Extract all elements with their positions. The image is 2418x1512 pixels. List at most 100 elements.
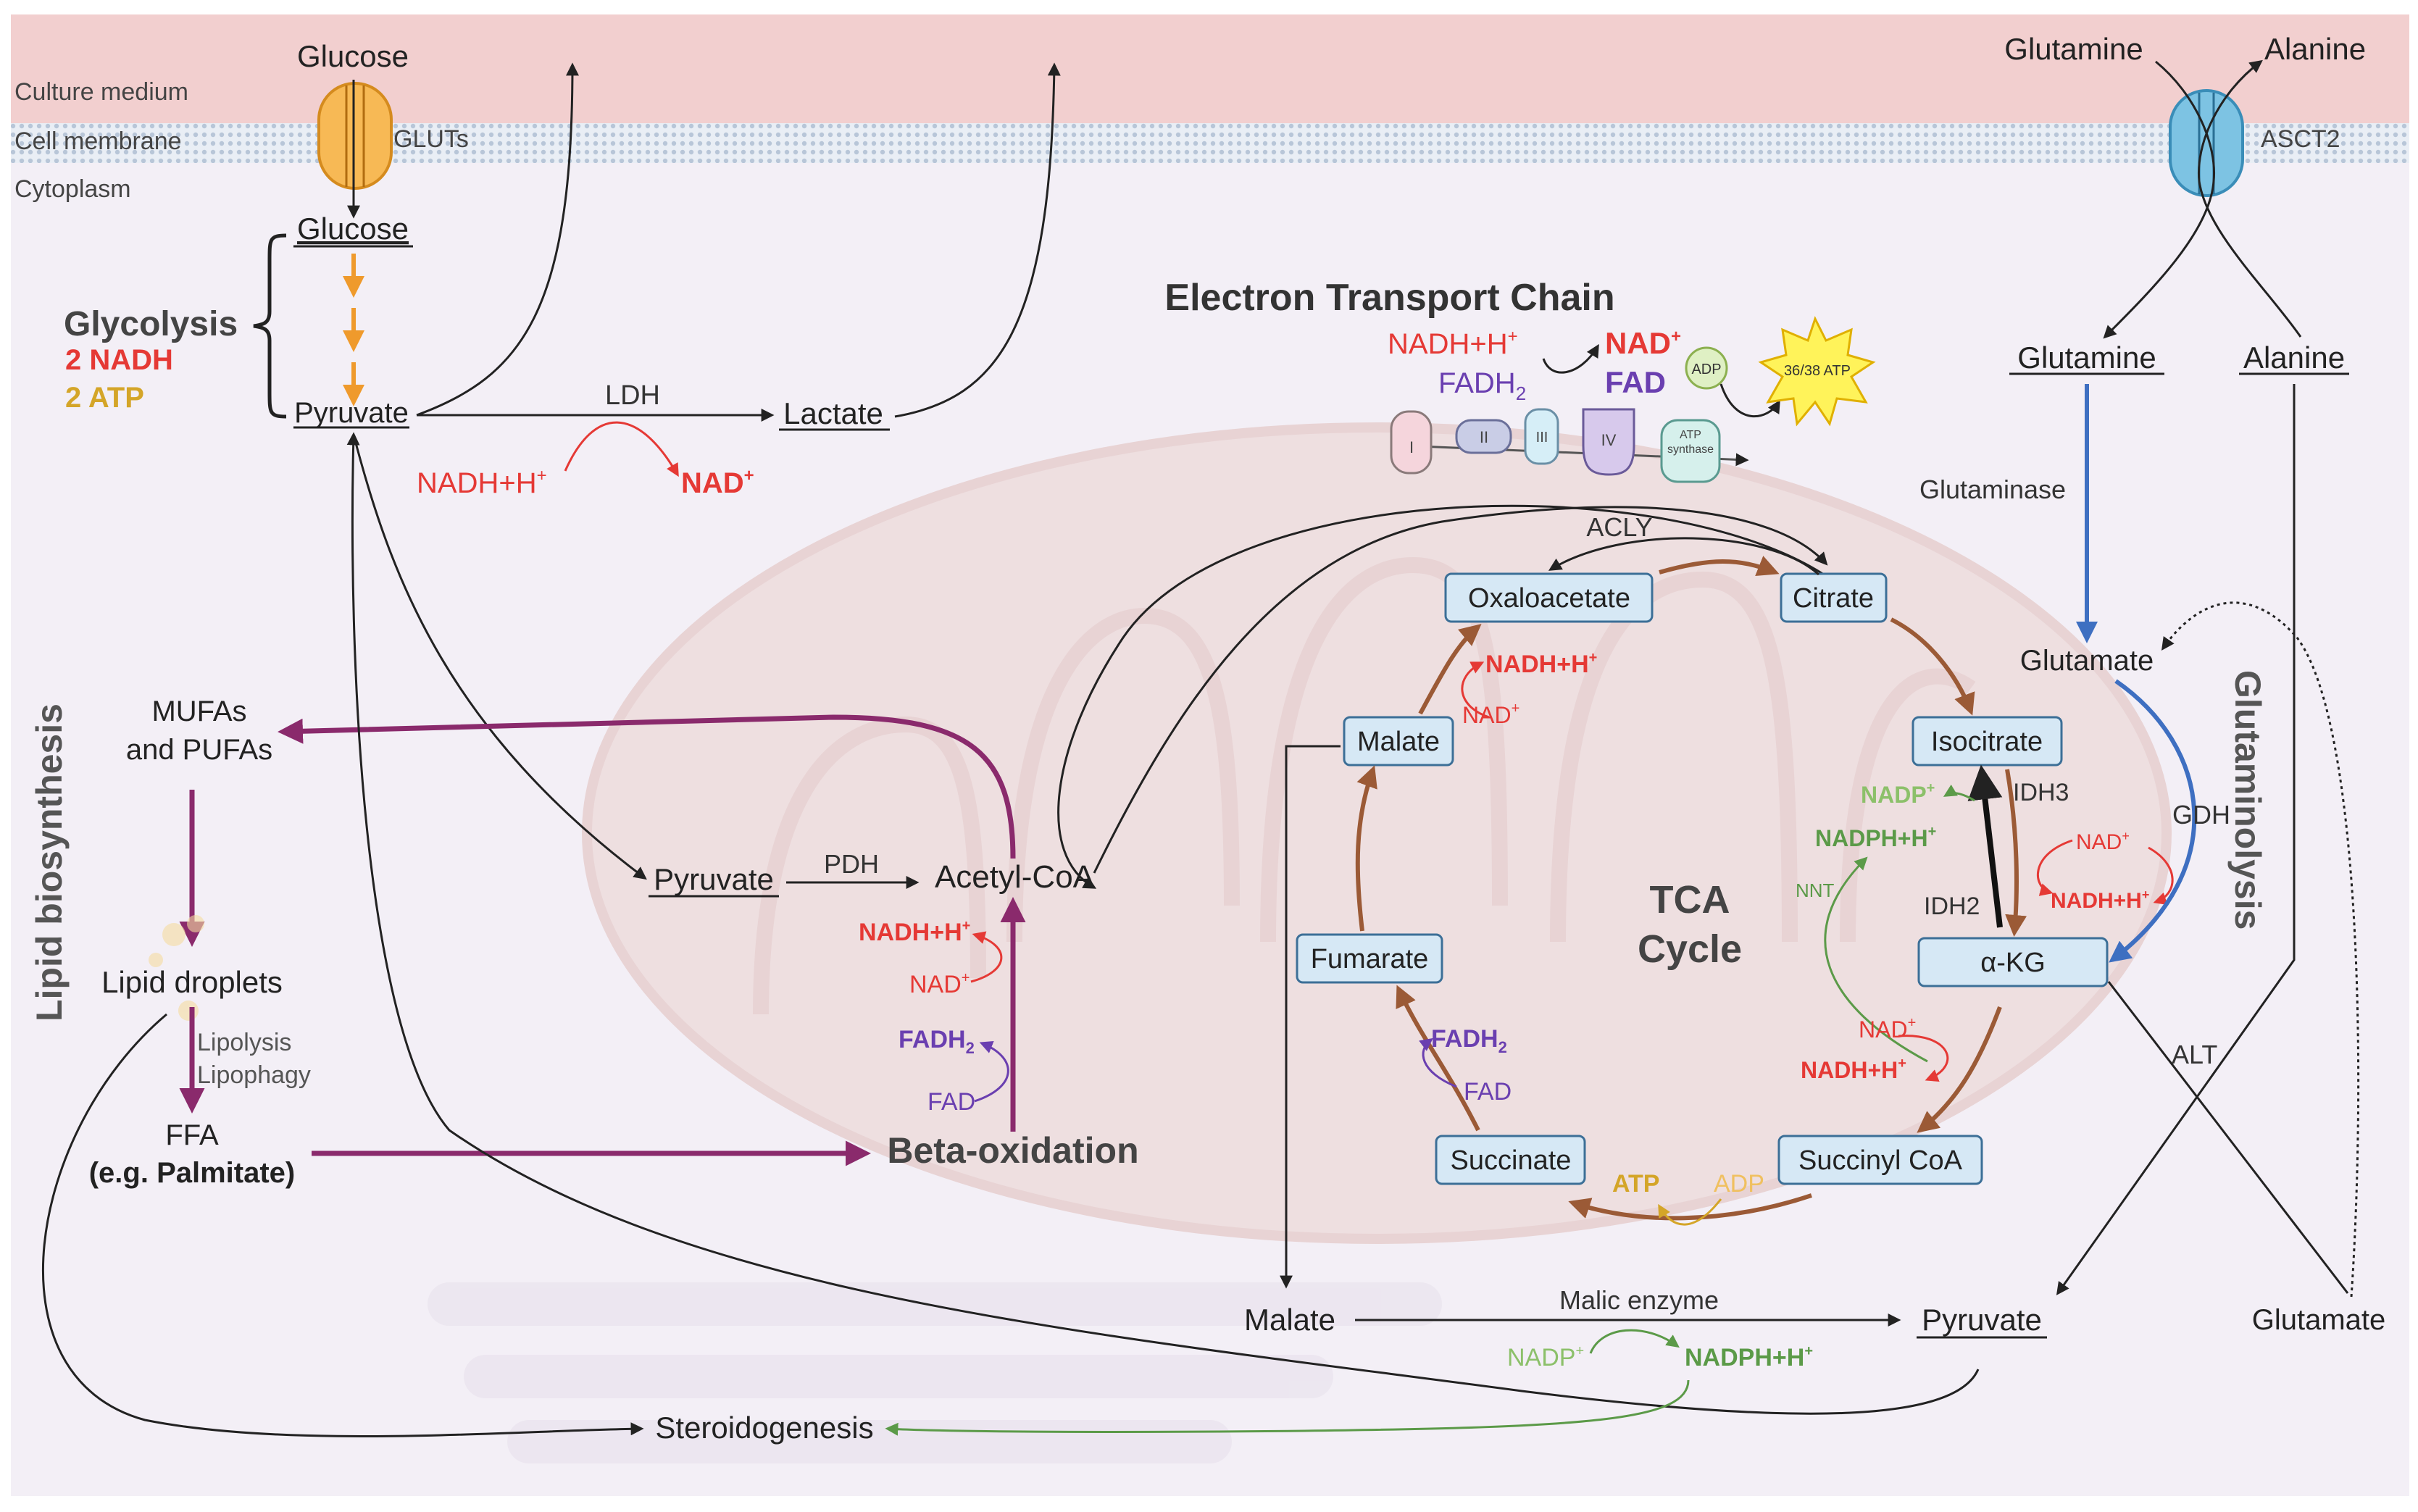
label-culture-medium: Culture medium [14,78,188,106]
enzyme-malic: Malic enzyme [1559,1285,1719,1315]
enzyme-acly: ACLY [1586,512,1652,542]
malic-nadph: NADPH+H+ [1685,1343,1813,1371]
ffa: FFA [165,1119,219,1151]
tca-atp: ATP [1612,1170,1659,1198]
label-asct2: ASCT2 [2261,125,2340,153]
tca-succinate: Succinate [1435,1135,1586,1185]
tca-title-2: Cycle [1638,927,1742,971]
glutaminolysis-title: Glutaminolysis [2227,670,2268,930]
arrow-pyruvate-mito [352,434,647,880]
beta-fadh2: FADH2 [899,1026,975,1057]
arrow-pyruvate-export [416,62,579,417]
tca-title-1: TCA [1650,878,1730,922]
malate-nad: NAD+ [1462,701,1519,728]
svg-text:ADP: ADP [1691,362,1721,377]
ldh-nad: NAD+ [681,466,754,499]
svg-text:ATP: ATP [1680,429,1701,441]
glycolysis-title: Glycolysis [64,305,238,343]
label-cytoplasm: Cytoplasm [14,175,131,203]
atp-burst-icon: 36/38 ATP [1758,316,1876,427]
tca-malate: Malate [1343,716,1454,767]
glutamine-cytoplasm: Glutamine [2017,341,2156,375]
tca-fadh2: FADH2 [1431,1025,1507,1056]
golgi-backdrop [428,1282,1442,1463]
enzyme-idh3: IDH3 [2013,779,2069,806]
enzyme-gdh: GDH [2172,800,2230,830]
acetyl-coa: Acetyl-CoA [935,859,1095,895]
lactate: Lactate [783,396,883,430]
asct2-transporter-icon [2169,89,2244,197]
arrow-malate-export [1280,745,1341,1289]
idh2-nadp: NADP+ [1861,780,1935,808]
pyruvate-mitochondria: Pyruvate [654,862,774,896]
ldh-nadh: NADH+H+ [417,466,547,499]
svg-text:II: II [1480,428,1488,446]
idh3-nad: NAD+ [2076,829,2130,854]
idh3-nadh: NADH+H+ [2051,887,2149,913]
arrow-glutamate-akg [2109,679,2197,963]
beta-nad: NAD+ [909,970,970,998]
lipid-biosynthesis-title: Lipid biosynthesis [29,703,70,1022]
tca-alpha-kg: α-KG [1917,937,2109,987]
arrow-glutamate-recycle [2161,601,2360,1298]
glycolysis-atp-yield: 2 ATP [65,382,144,414]
svg-text:Citrate: Citrate [1793,583,1874,614]
lipid-droplets: Lipid droplets [101,965,283,999]
idh2-nadph: NADPH+H+ [1815,824,1936,851]
etc-fadh2: FADH2 [1438,367,1526,404]
akg-nad: NAD+ [1859,1015,1916,1043]
enzyme-alt: ALT [2172,1040,2217,1069]
etc-nad: NAD+ [1605,326,1681,360]
label-nnt: NNT [1796,880,1835,901]
beta-oxidation: Beta-oxidation [887,1130,1138,1171]
glutamate-cytoplasm: Glutamate [2252,1304,2386,1336]
malate-nadh: NADH+H+ [1485,650,1597,678]
beta-nadh: NADH+H+ [859,918,970,946]
arrow-lactate-export [894,62,1061,418]
svg-text:Succinyl CoA: Succinyl CoA [1798,1145,1963,1176]
label-gluts: GLUTs [393,125,469,153]
enzyme-idh2: IDH2 [1924,893,1980,920]
label-cell-membrane: Cell membrane [14,128,182,155]
pyruvate-malic: Pyruvate [1922,1303,2042,1337]
svg-text:I: I [1409,438,1414,456]
malic-nadp: NADP+ [1507,1343,1584,1371]
steroidogenesis: Steroidogenesis [655,1411,873,1445]
enzyme-glutaminase: Glutaminase [1919,475,2066,504]
etc-title: Electron Transport Chain [1164,277,1614,319]
arrow-citrate-acetylcoa [1057,504,1827,889]
glutamine-medium: Glutamine [2004,32,2143,66]
arrow-nnt [1824,856,1928,1063]
ffa-palmitate: (e.g. Palmitate) [89,1157,296,1189]
arrow-akg-glutamate [2107,981,2349,1294]
svg-text:Malate: Malate [1357,727,1440,757]
glycolysis-brace [253,233,287,419]
tca-isocitrate: Isocitrate [1912,716,2063,767]
tca-oxaloacetate: Oxaloacetate [1444,572,1654,623]
malate-cytoplasm: Malate [1244,1303,1335,1337]
svg-text:IV: IV [1601,431,1617,449]
arrow-nadph-steroidogenesis [885,1379,1690,1436]
tca-fumarate: Fumarate [1296,933,1443,984]
glucose-cytoplasm: Glucose [297,212,409,246]
svg-text:synthase: synthase [1667,443,1714,456]
svg-text:III: III [1536,430,1548,446]
alanine-cytoplasm: Alanine [2243,341,2345,375]
beta-fad: FAD [927,1088,975,1116]
arrow-droplets-steroidogenesis [41,1013,644,1437]
etc-fad: FAD [1605,365,1666,399]
svg-text:Isocitrate: Isocitrate [1931,727,2043,757]
svg-text:36/38 ATP: 36/38 ATP [1784,363,1851,379]
tca-fad: FAD [1464,1078,1512,1106]
glutamate-mito: Glutamate [2020,645,2154,677]
svg-text:Fumarate: Fumarate [1311,944,1429,974]
svg-text:α-KG: α-KG [1980,948,2046,978]
etc-complexes: I II III IV ATP synthase [1390,408,1749,483]
arrow-acetylcoa-mufas [278,714,1016,859]
arrow-mito-pyruvate-return [346,432,1980,1415]
svg-text:Succinate: Succinate [1451,1145,1572,1176]
mitochondrion-backdrop [582,422,2172,1244]
alanine-medium: Alanine [2264,32,2366,66]
enzyme-pdh: PDH [824,849,879,879]
